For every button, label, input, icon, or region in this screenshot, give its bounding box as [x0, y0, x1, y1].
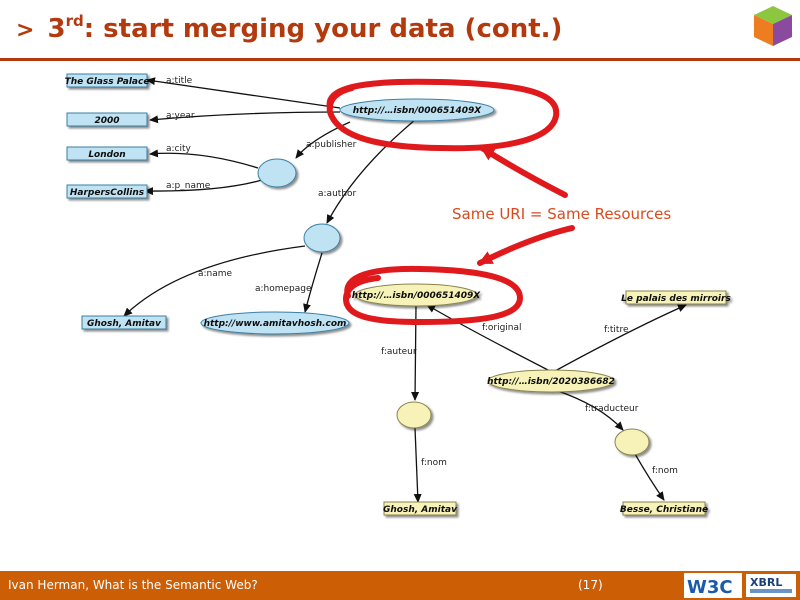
literal-london-text: London — [88, 150, 125, 160]
literal-glass-palace-text: The Glass Palace — [65, 77, 150, 87]
edge-city-line — [149, 149, 259, 169]
edge-nom2-line — [634, 453, 665, 501]
literal-besse-text: Besse, Christiane — [620, 505, 708, 515]
uri-node-isbn-fr: http://…isbn/2020386682 — [487, 369, 615, 393]
blank-node-publisher — [257, 158, 297, 188]
edge-author-line — [326, 119, 416, 224]
edge-label-homepage: a:homepage — [255, 284, 312, 294]
edge-traducteur-line — [554, 389, 624, 431]
edge-titre-line — [554, 304, 687, 372]
highlight-loop-bottom — [343, 265, 524, 326]
edge-pname-line — [144, 179, 263, 196]
title-ordinal: 3 — [47, 14, 66, 44]
edge-label-pname: a:p_name — [166, 181, 211, 191]
literal-year-text: 2000 — [94, 116, 119, 126]
edge-label-name: a:name — [198, 269, 233, 279]
literal-london: London — [66, 146, 148, 161]
uri-isbn-fr-text: http://…isbn/2020386682 — [487, 377, 615, 387]
edge-label-city: a:city — [166, 144, 192, 154]
edge-label-auteur: f:auteur — [381, 347, 417, 357]
literal-ghosh-yellow: Ghosh, Amitav — [383, 501, 458, 516]
w3c-logo-text: W3C — [687, 577, 733, 598]
annotation-arrow-top — [479, 145, 568, 198]
cube-logo-icon — [754, 6, 792, 46]
literal-ghosh-yellow-text: Ghosh, Amitav — [383, 505, 458, 515]
footer-author: Ivan Herman, What is the Semantic Web? — [8, 578, 258, 592]
footer-bar: Ivan Herman, What is the Semantic Web? (… — [0, 571, 800, 600]
title-text: : start merging your data (cont.) — [83, 14, 563, 44]
footer-page-number: (17) — [578, 578, 603, 592]
literal-ghosh-blue-text: Ghosh, Amitav — [87, 319, 162, 329]
annotation-text: Same URI = Same Resources — [452, 205, 671, 223]
literal-besse: Besse, Christiane — [620, 501, 708, 516]
blank-node-author — [303, 223, 341, 253]
xbrl-logo-text: XBRL — [750, 576, 782, 589]
annotation-arrow-bottom — [477, 225, 575, 266]
edge-label-nom-2: f:nom — [652, 466, 678, 476]
xbrl-logo-icon: XBRL — [746, 574, 796, 597]
title-bullet: > — [16, 18, 35, 43]
blank-node-traducteur — [614, 428, 650, 456]
edge-label-titre: f:titre — [604, 325, 629, 335]
edge-label-traducteur: f:traducteur — [585, 404, 639, 414]
literal-palais: Le palais des mirroirs — [621, 290, 731, 305]
rdf-graph-diagram: a:title a:year a:city a:p_name a:publish… — [65, 73, 731, 516]
title-ordinal-suffix: rd — [65, 12, 84, 30]
uri-isbn-yellow-text: http://…isbn/000651409X — [352, 291, 482, 301]
title-divider — [0, 58, 800, 61]
uri-homepage-text: http://www.amitavhosh.com — [204, 319, 347, 329]
edge-label-publisher: a:publisher — [306, 140, 357, 150]
uri-node-homepage: http://www.amitavhosh.com — [200, 311, 350, 335]
edge-label-nom-1: f:nom — [421, 458, 447, 468]
edge-title-line — [146, 77, 341, 109]
w3c-logo-icon: W3C — [684, 573, 742, 598]
uri-node-isbn-yellow: http://…isbn/000651409X — [352, 283, 482, 307]
literal-glass-palace: The Glass Palace — [65, 73, 150, 88]
uri-node-isbn-blue: http://…isbn/000651409X — [339, 98, 495, 122]
highlight-loop-top — [326, 78, 560, 152]
edge-name-line — [123, 245, 306, 317]
edge-homepage-line — [303, 252, 323, 313]
uri-isbn-blue-text: http://…isbn/000651409X — [353, 106, 483, 116]
edge-label-year: a:year — [166, 111, 195, 121]
edge-year-line — [149, 111, 341, 124]
literal-harpers: HarpersCollins — [66, 184, 148, 199]
edge-nom1-line — [413, 427, 422, 503]
literal-palais-text: Le palais des mirroirs — [621, 294, 731, 304]
blank-node-auteur — [396, 401, 432, 429]
edge-label-author: a:author — [318, 189, 357, 199]
literal-harpers-text: HarpersCollins — [70, 188, 145, 198]
literal-year: 2000 — [66, 112, 148, 127]
edge-label-original: f:original — [482, 323, 522, 333]
literal-ghosh-blue: Ghosh, Amitav — [81, 315, 167, 330]
edge-original-line — [426, 304, 549, 371]
slide-title: > 3rd: start merging your data (cont.) — [16, 12, 562, 44]
edge-label-title: a:title — [166, 76, 193, 86]
